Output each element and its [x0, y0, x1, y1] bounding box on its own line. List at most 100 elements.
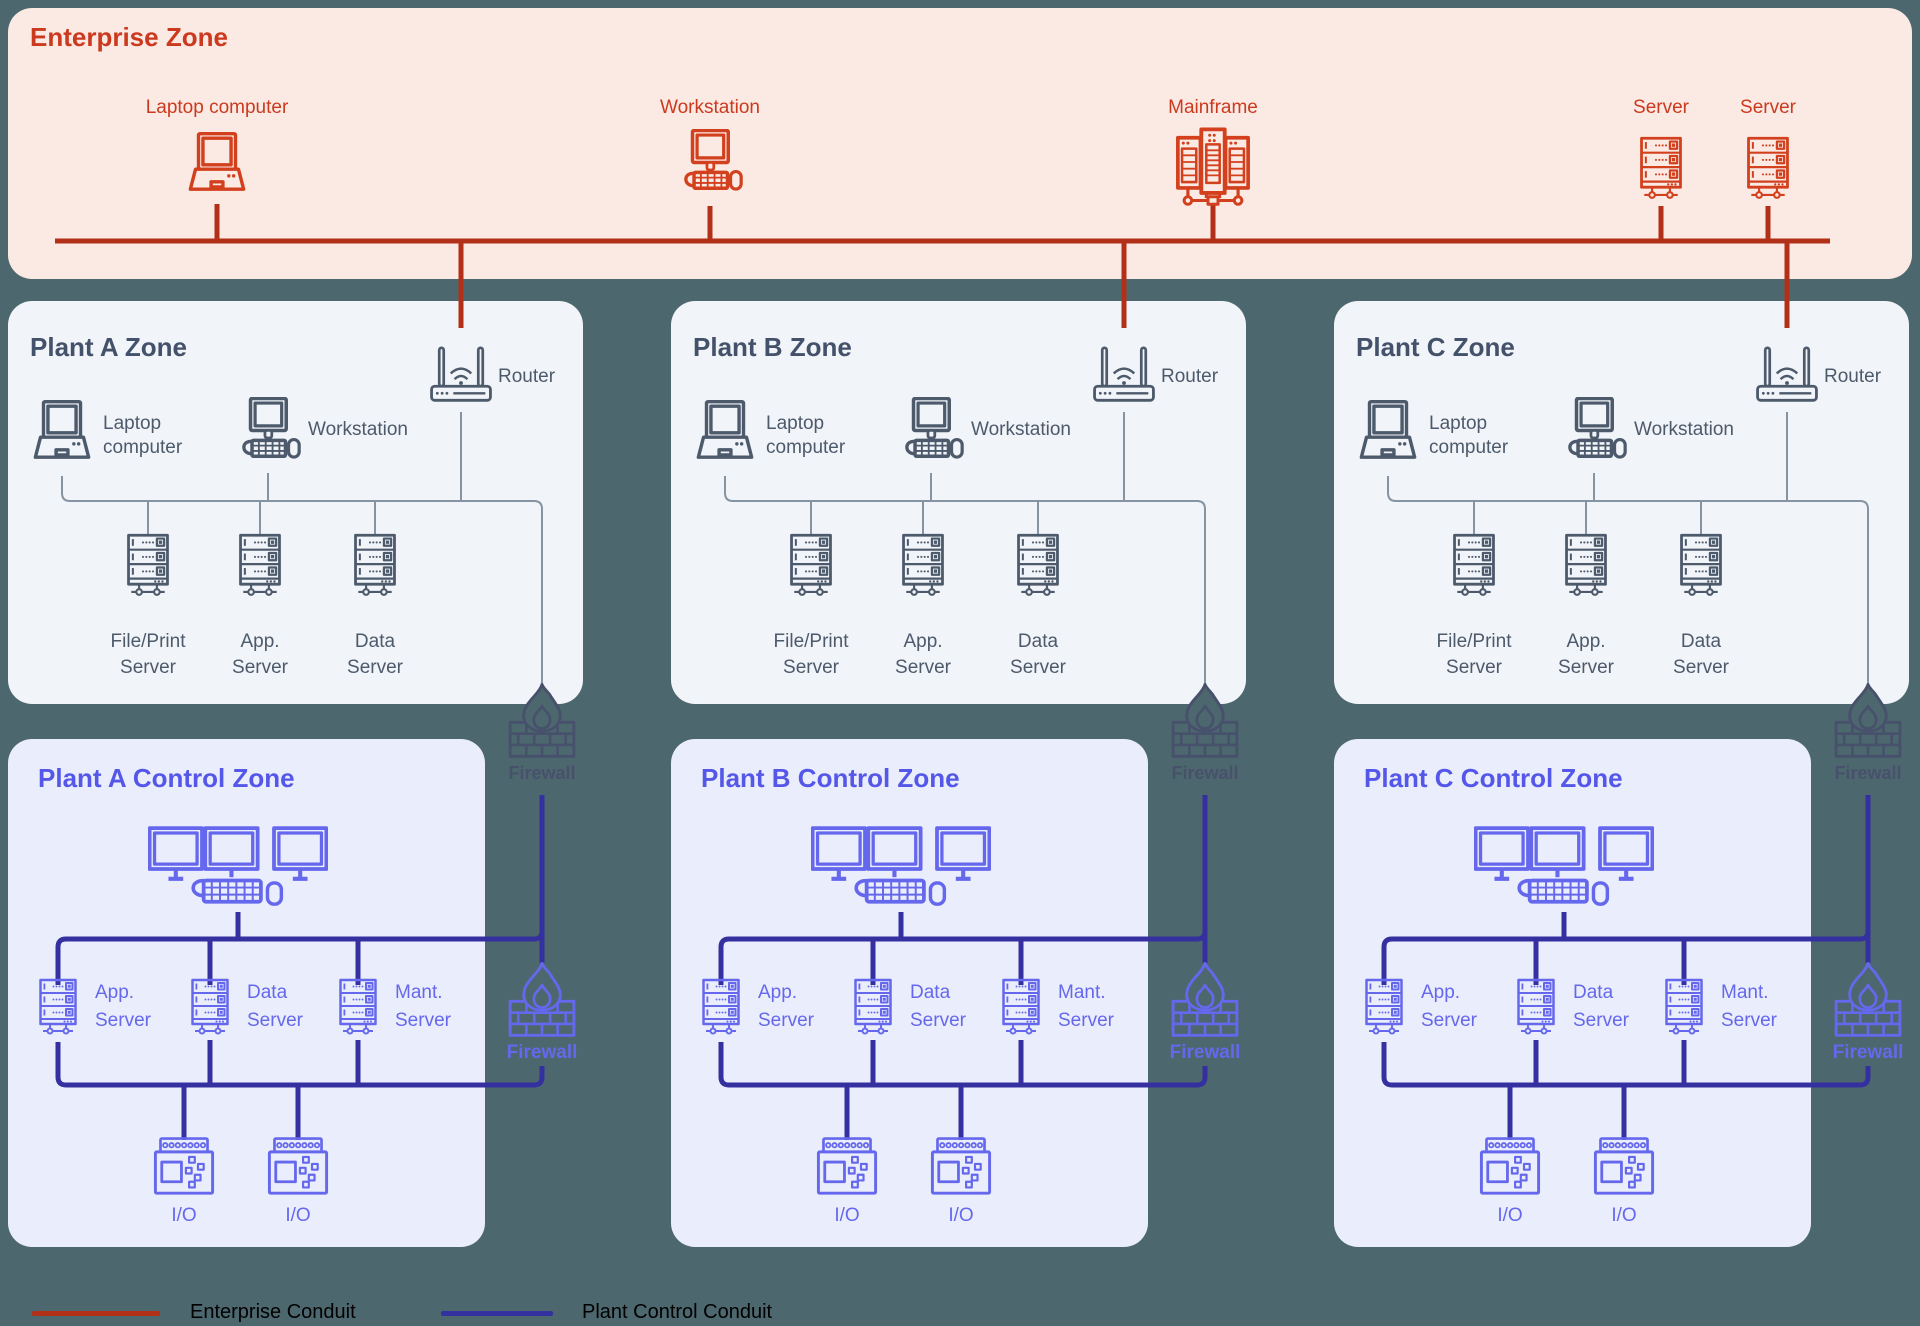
server-label-line: Data	[1017, 631, 1059, 652]
firewall-icon	[508, 962, 576, 1038]
server-label-line: Mant.	[395, 982, 443, 1003]
firewall-icon	[1834, 683, 1902, 759]
conduit-segment	[718, 930, 1208, 985]
server-label-line: Server	[1446, 657, 1502, 678]
legend-enterprise-conduit-label: Enterprise Conduit	[190, 1301, 356, 1323]
plant-zone-title: Plant B Zone	[693, 332, 852, 362]
server-label-line: Server	[120, 657, 176, 678]
io-label: I/O	[1611, 1205, 1637, 1226]
server-label-line: Mant.	[1721, 982, 1769, 1003]
firewall-label: Firewall	[508, 763, 576, 783]
io-module-icon	[1478, 1136, 1542, 1197]
server-icon	[895, 533, 951, 602]
server-label-line: Server	[1421, 1010, 1477, 1031]
laptop-label-line: computer	[103, 437, 183, 458]
server-label-line: App.	[903, 631, 943, 652]
plant-zone-panel	[8, 301, 583, 704]
conduit-segment	[718, 1042, 1208, 1088]
server-icon	[996, 978, 1046, 1040]
server-icon	[347, 533, 403, 602]
legend-plant-control-conduit-label: Plant Control Conduit	[582, 1301, 773, 1323]
enterprise-device-label: Server	[1740, 97, 1796, 118]
io-module-icon	[1592, 1136, 1656, 1197]
server-label-line: Server	[1010, 657, 1066, 678]
control-zone-panel	[1334, 739, 1811, 1247]
io-label: I/O	[285, 1205, 311, 1226]
laptop-label-line: Laptop	[1429, 413, 1488, 434]
plant-zone-panel	[1334, 301, 1909, 704]
server-label-line: Server	[895, 657, 951, 678]
server-icon	[1673, 533, 1729, 602]
server-label-line: Data	[354, 631, 396, 652]
firewall-icon	[1834, 962, 1902, 1038]
firewall-label: Firewall	[1171, 763, 1239, 783]
workstation-icon	[230, 397, 306, 473]
conduit-segment	[61, 476, 543, 684]
laptop-icon	[25, 398, 99, 472]
server-icon	[33, 978, 83, 1040]
enterprise-device-label: Laptop computer	[145, 97, 289, 118]
io-module-icon	[152, 1136, 216, 1197]
server-label-line: Server	[1558, 657, 1614, 678]
firewall-label: Firewall	[1834, 763, 1902, 783]
plant-zone-title: Plant A Zone	[30, 332, 187, 362]
server-label-line: Server	[1573, 1010, 1629, 1031]
firewall-icon	[1171, 962, 1239, 1038]
server-icon	[1359, 978, 1409, 1040]
server-label-line: Server	[395, 1010, 451, 1031]
server-label-line: App.	[1566, 631, 1606, 652]
router-icon	[429, 340, 493, 412]
conduit-segment	[1381, 1042, 1871, 1088]
hmi-workstation-icon	[1474, 823, 1654, 915]
server-label-line: Server	[1673, 657, 1729, 678]
workstation-label: Workstation	[1634, 419, 1734, 440]
server-label-line: Data	[247, 982, 288, 1003]
server-icon	[120, 533, 176, 602]
server-label-line: Server	[1058, 1010, 1114, 1031]
server-icon	[1446, 533, 1502, 602]
router-label: Router	[1161, 366, 1219, 387]
enterprise-zone-panel	[8, 8, 1912, 279]
server-label-line: App.	[758, 982, 798, 1003]
conduit-segment	[55, 930, 545, 985]
server-icon	[1633, 136, 1689, 205]
router-icon	[1092, 340, 1156, 412]
workstation-icon	[1556, 397, 1632, 473]
io-label: I/O	[948, 1205, 974, 1226]
server-label-line: File/Print	[1436, 631, 1512, 652]
server-label-line: Server	[758, 1010, 814, 1031]
server-icon	[848, 978, 898, 1040]
server-label-line: Data	[910, 982, 951, 1003]
io-module-icon	[929, 1136, 993, 1197]
server-label-line: Server	[247, 1010, 303, 1031]
laptop-icon	[1351, 398, 1425, 472]
server-icon	[696, 978, 746, 1040]
control-zone-title: Plant A Control Zone	[38, 763, 295, 793]
server-icon	[232, 533, 288, 602]
mainframe-icon	[1171, 121, 1255, 208]
firewall-icon	[1171, 683, 1239, 759]
server-icon	[333, 978, 383, 1040]
server-label-line: File/Print	[110, 631, 186, 652]
firewall-label: Firewall	[506, 1042, 578, 1063]
server-label-line: App.	[95, 982, 135, 1003]
firewall-label: Firewall	[1169, 1042, 1241, 1063]
control-zone-title: Plant C Control Zone	[1364, 763, 1623, 793]
server-icon	[185, 978, 235, 1040]
server-label-line: Data	[1573, 982, 1614, 1003]
laptop-icon	[180, 130, 254, 204]
control-zone-title: Plant B Control Zone	[701, 763, 960, 793]
plant-zone-panel	[671, 301, 1246, 704]
enterprise-zone-title: Enterprise Zone	[30, 22, 228, 52]
server-label-line: App.	[1421, 982, 1461, 1003]
enterprise-device-label: Workstation	[660, 97, 760, 118]
workstation-label: Workstation	[971, 419, 1071, 440]
laptop-icon	[688, 398, 762, 472]
server-label-line: Server	[910, 1010, 966, 1031]
server-label-line: Server	[783, 657, 839, 678]
server-label-line: Server	[347, 657, 403, 678]
enterprise-device-label: Server	[1633, 97, 1689, 118]
server-label-line: File/Print	[773, 631, 849, 652]
